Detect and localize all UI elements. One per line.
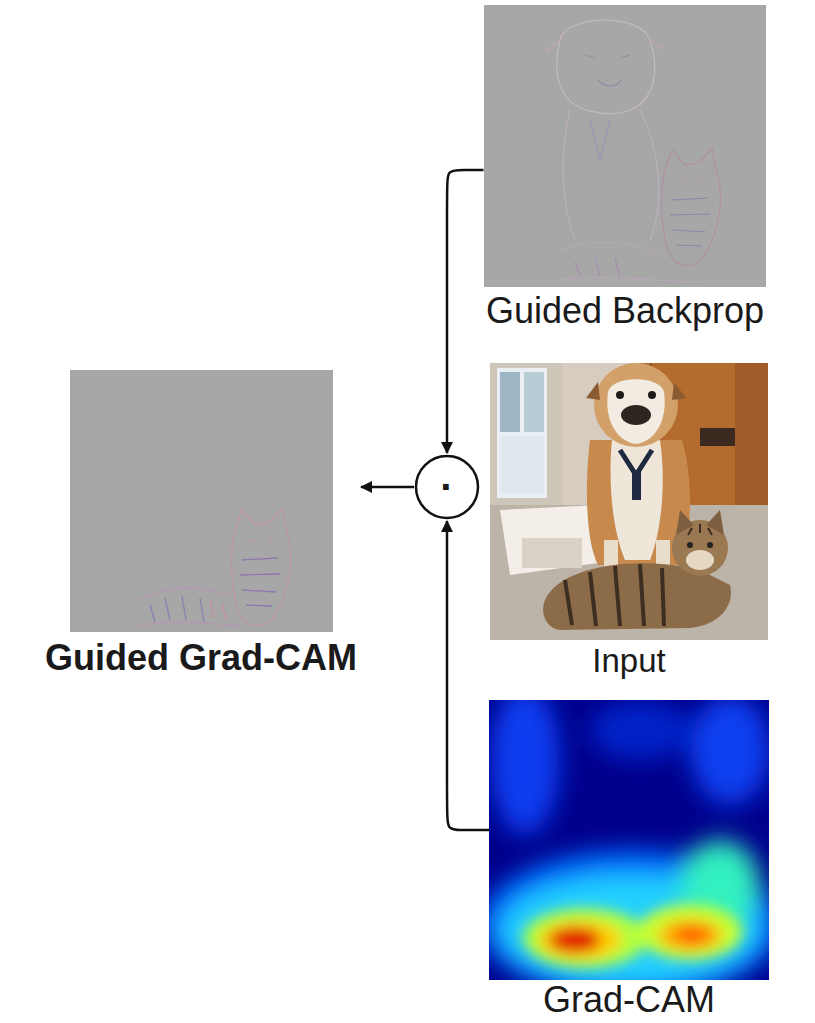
guided-grad-cam-image-part [232, 508, 291, 626]
guided-grad-cam-image-part [70, 370, 333, 632]
guided-backprop-image [484, 5, 766, 287]
guided-backprop-image-part [484, 5, 766, 287]
input-photo-part [686, 550, 714, 570]
guided-grad-cam-image-part-part [210, 600, 226, 620]
guided-grad-cam-image-part-part [232, 508, 291, 626]
circle-outline [416, 456, 478, 518]
grad-cam-heatmap-part-part [658, 919, 722, 951]
image-panel: Guided Backprop [484, 5, 767, 329]
image-caption: Input [592, 644, 665, 677]
input-photo-part [611, 440, 663, 560]
grad-cam-heatmap-part-part [523, 908, 647, 968]
input-photo-part [524, 372, 544, 432]
input-photo-part [490, 363, 562, 513]
guided-backprop-image-part-part-part [662, 148, 721, 266]
connector-arrow [447, 521, 489, 830]
input-photo-part [616, 391, 624, 399]
guided-grad-cam-image-part-part [250, 540, 274, 542]
guided-backprop-image-part [546, 20, 720, 282]
image-panel: Input [490, 363, 768, 677]
guided-grad-cam-image-part-part [150, 596, 204, 622]
grad-cam-heatmap-part-part [549, 927, 601, 953]
image-panel: Guided Grad-CAM [43, 370, 359, 676]
operator-symbol: · [440, 467, 453, 507]
guided-grad-cam-image [70, 370, 333, 632]
input-photo-part [676, 510, 724, 535]
guided-backprop-image-part-part-part [680, 180, 704, 182]
input-photo-part [497, 368, 547, 498]
grad-cam-heatmap-part-part [590, 700, 690, 760]
input-photo-part [607, 379, 664, 444]
image-panel: Grad-CAM [489, 700, 769, 1018]
guided-backprop-image-part-part [585, 55, 630, 86]
guided-grad-cam-image-part-part [240, 558, 280, 606]
input-photo-part [500, 436, 544, 494]
input-photo-part [687, 542, 693, 548]
guided-backprop-image-part-part-part [670, 198, 710, 246]
input-photo-part [522, 538, 582, 568]
input-photo-part [586, 382, 686, 400]
multiply-circle: · [414, 454, 480, 520]
grad-cam-heatmap-part [489, 700, 769, 980]
input-photo-part [490, 363, 768, 640]
image-caption: Guided Grad-CAM [45, 640, 357, 676]
guided-backprop-image-part-part [563, 110, 659, 240]
connector-arrow [447, 170, 484, 453]
connector-arrow [361, 486, 414, 489]
input-photo-part [594, 363, 678, 447]
input-photo-part [648, 391, 656, 399]
input-photo-part [735, 363, 768, 508]
image-caption: Guided Backprop [486, 293, 764, 329]
guided-backprop-image-part-part [546, 38, 664, 52]
input-photo [490, 363, 768, 640]
guided-backprop-image-part-part [557, 20, 655, 113]
guided-backprop-image-part-part [662, 148, 721, 266]
guided-grad-cam-image-part-part [140, 588, 240, 626]
grad-cam-heatmap-part [523, 904, 742, 968]
input-photo-part [621, 405, 651, 425]
guided-grad-cam-image-part [140, 588, 240, 626]
grad-cam-heatmap-part-part [490, 700, 560, 835]
grad-cam-heatmap-part-part [674, 926, 710, 944]
input-photo-part [565, 564, 664, 626]
operator-holder: · [414, 454, 480, 520]
grad-cam-heatmap-part-part [690, 700, 769, 805]
input-photo-part [707, 542, 713, 548]
guided-backprop-image-part-part [560, 242, 700, 282]
input-photo-part [688, 524, 712, 535]
input-photo-part [500, 372, 520, 432]
grad-cam-heatmap-part-part [538, 920, 622, 960]
grad-cam-heatmap [489, 700, 769, 980]
input-photo-part [632, 470, 641, 500]
guided-backprop-image-part-part [590, 120, 610, 160]
image-caption: Grad-CAM [543, 982, 715, 1018]
grad-cam-heatmap-part-part [638, 904, 742, 960]
guided-backprop-image-part-part [575, 258, 620, 278]
